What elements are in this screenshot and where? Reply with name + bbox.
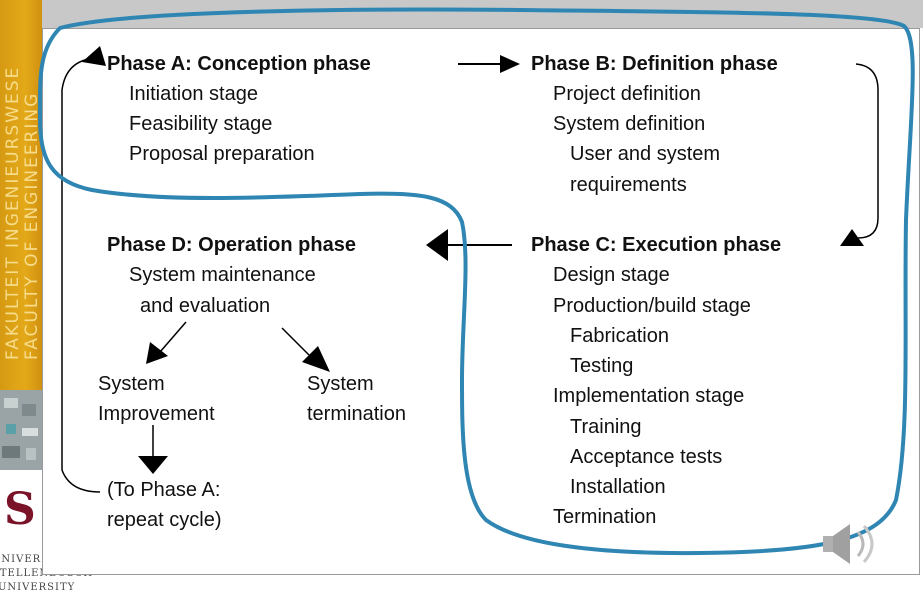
phase-c-item: Production/build stage <box>553 295 751 317</box>
phase-c-item: Fabrication <box>570 325 669 347</box>
phase-b-title: Phase B: Definition phase <box>531 53 778 75</box>
arrow-a-to-b-head <box>500 55 520 73</box>
faculty-banner <box>0 0 42 390</box>
arrow-b-to-c-head <box>840 229 864 246</box>
arrow-to-improvement <box>159 321 187 353</box>
connector-b-to-c <box>855 63 879 239</box>
arrow-to-improvement-head <box>146 342 168 364</box>
connector-repeat-to-a <box>61 57 101 493</box>
repeat-cycle-label: repeat cycle) <box>107 509 222 531</box>
speaker-icon[interactable] <box>823 524 874 564</box>
phase-c-item: Installation <box>570 476 666 498</box>
phase-c-title: Phase C: Execution phase <box>531 234 782 256</box>
phase-a-item: Feasibility stage <box>129 113 273 135</box>
phase-d-title: Phase D: Operation phase <box>107 234 356 256</box>
phase-a-title: Phase A: Conception phase <box>107 53 371 75</box>
arrow-repeat-to-a-head <box>82 46 106 66</box>
system-termination-label: termination <box>307 403 406 425</box>
system-termination-label: System <box>307 373 374 395</box>
phase-c-item: Training <box>570 416 642 438</box>
phase-c-item: Design stage <box>553 264 670 286</box>
phase-a-item: Initiation stage <box>129 83 258 105</box>
phase-c-item: Termination <box>553 506 657 528</box>
phase-b-item: User and system <box>570 143 721 165</box>
arrow-to-termination <box>281 327 311 357</box>
circuit-decoration <box>0 390 42 470</box>
phase-d-item: and evaluation <box>140 295 271 317</box>
phase-b-item: requirements <box>570 174 687 196</box>
university-name-line3: UNIVERSITY <box>0 582 76 593</box>
phase-c-item: Implementation stage <box>553 385 745 407</box>
system-improvement-label: System <box>98 373 165 395</box>
system-improvement-label: Improvement <box>98 403 215 425</box>
arrow-c-to-d-head <box>426 229 448 261</box>
diagram-slide <box>42 28 920 575</box>
circuit-pattern-icon <box>2 398 38 460</box>
arrow-to-repeat-head <box>138 456 168 474</box>
phase-d-item: System maintenance <box>129 264 316 286</box>
phase-a-item: Proposal preparation <box>129 143 315 165</box>
university-crest-icon: S <box>4 484 36 535</box>
annotation-loop <box>37 7 915 556</box>
phase-c-item: Acceptance tests <box>570 446 723 468</box>
faculty-sidebar: FAKULTEIT INGENIEURSWESE FACULTY OF ENGI… <box>0 0 42 599</box>
phase-b-item: Project definition <box>553 83 701 105</box>
phase-c-item: Testing <box>570 355 634 377</box>
university-name-line1: UNIVERSITEIT <box>0 554 82 565</box>
repeat-cycle-label: (To Phase A: <box>107 479 221 501</box>
arrow-to-termination-head <box>302 346 330 372</box>
phase-b-item: System definition <box>553 113 706 135</box>
